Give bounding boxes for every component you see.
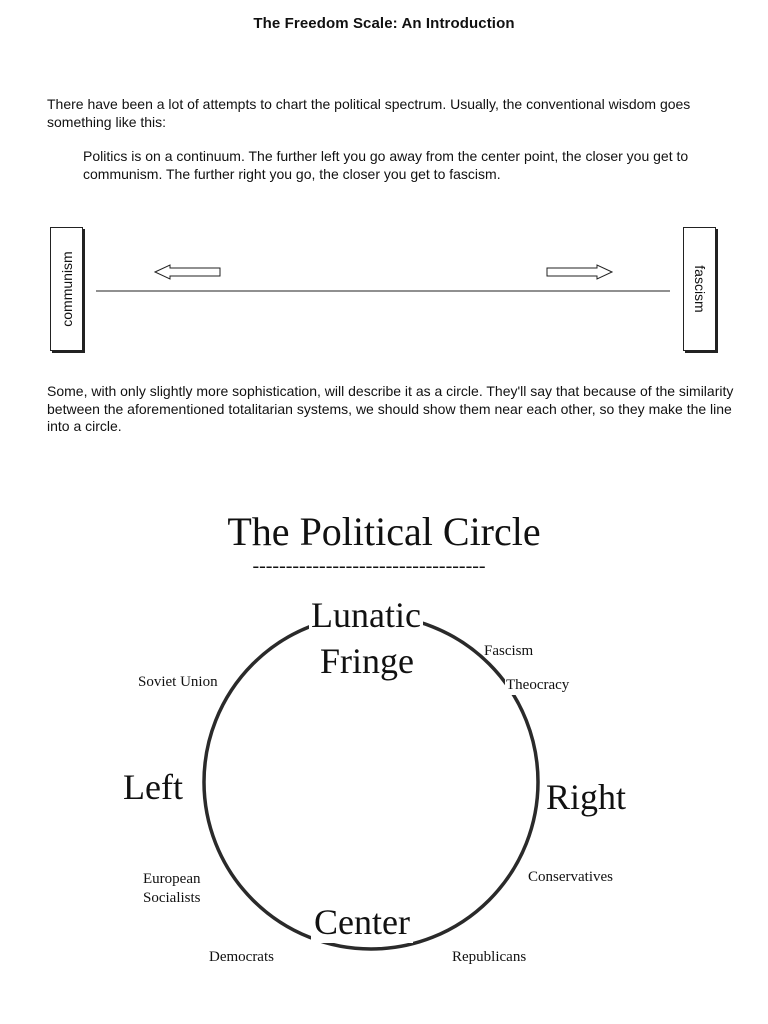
conservatives-label: Conservatives (527, 868, 614, 887)
theocracy-label: Theocracy (505, 676, 571, 695)
communism-label: communism (58, 251, 75, 327)
center-label: Center (311, 901, 413, 943)
circle-title: The Political Circle (227, 509, 541, 554)
conventional-wisdom-quote: Politics is on a continuum. The further … (83, 148, 689, 182)
lunatic-label: Lunatic (309, 595, 423, 635)
right-label: Right (544, 776, 629, 818)
linear-spectrum-diagram: communism fascism (0, 220, 768, 360)
left-arrow-icon (153, 264, 221, 280)
communism-box: communism (50, 227, 83, 351)
european-line2: Socialists (143, 890, 201, 906)
circle-paragraph: Some, with only slightly more sophistica… (47, 383, 734, 434)
right-arrow-icon (546, 264, 614, 280)
european-line1: European (143, 871, 201, 887)
fascism-box: fascism (683, 227, 716, 351)
soviet-union-label: Soviet Union (138, 674, 218, 690)
political-circle-figure: The Political Circle -------------------… (0, 500, 768, 1024)
intro-paragraph: There have been a lot of attempts to cha… (47, 96, 691, 130)
political-circle-graphics (202, 613, 540, 951)
spectrum-graphics (96, 264, 670, 292)
fascism-end-label: fascism (691, 265, 708, 313)
republicans-label: Republicans (451, 948, 528, 967)
title-underline: ----------------------------------- (252, 555, 486, 577)
democrats-label: Democrats (209, 949, 274, 965)
fringe-label: Fringe (318, 641, 416, 681)
document-title: The Freedom Scale: An Introduction (253, 15, 515, 32)
left-label: Left (123, 767, 183, 807)
european-socialists-label: European Socialists (143, 870, 201, 908)
fascism-label: Fascism (484, 643, 534, 659)
